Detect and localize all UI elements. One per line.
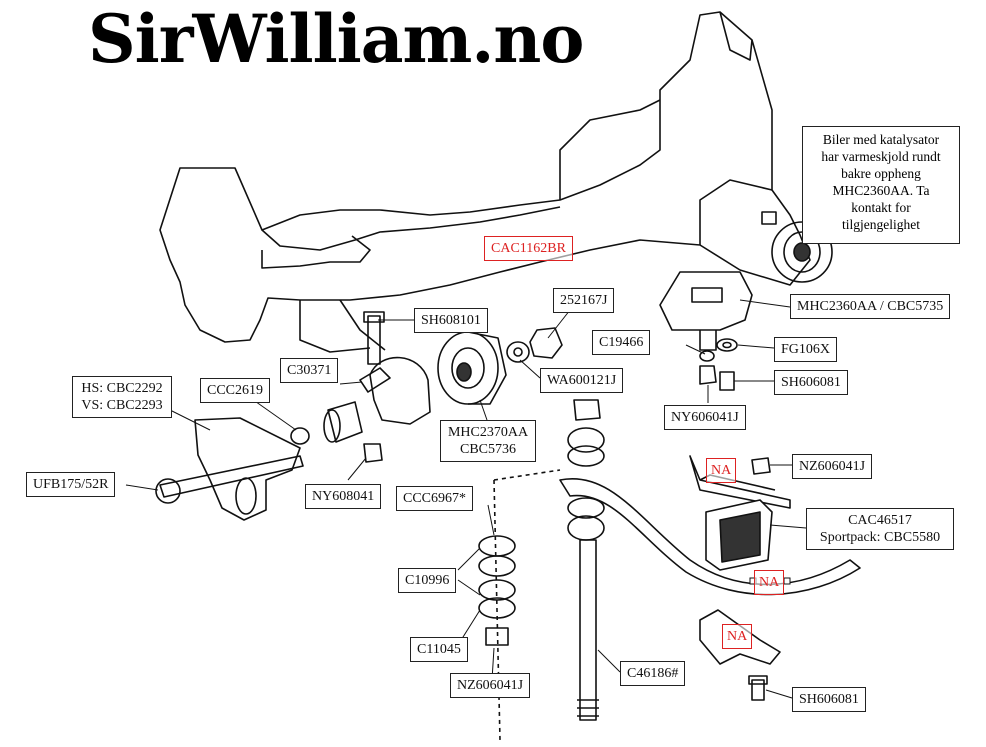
- label-ccc6967[interactable]: CCC6967*: [396, 486, 474, 511]
- lower-clamp: [699, 609, 781, 665]
- label-ufb175[interactable]: UFB175/52R: [26, 472, 116, 497]
- label-wa600121j[interactable]: WA600121J: [540, 368, 624, 393]
- rear-mount-block: [659, 271, 753, 331]
- label-ccc2619[interactable]: CCC2619: [200, 378, 271, 403]
- label-252167j[interactable]: 252167J: [553, 288, 615, 313]
- label-mhc2370aa[interactable]: MHC2370AA CBC5736: [440, 420, 536, 462]
- front-bracket: [194, 417, 301, 521]
- label-c11045[interactable]: C11045: [410, 637, 468, 662]
- anti-roll-bar: [559, 477, 861, 596]
- label-nz606041j-a[interactable]: NZ606041J: [792, 454, 873, 479]
- label-sh606081-b[interactable]: SH606081: [792, 687, 866, 712]
- na-marker-bracket[interactable]: NA: [706, 458, 737, 483]
- brand-title: SirWilliam.no: [88, 0, 584, 78]
- label-fg106x[interactable]: FG106X: [774, 337, 838, 362]
- label-sh608101[interactable]: SH608101: [414, 308, 488, 333]
- label-c46186[interactable]: C46186#: [620, 661, 686, 686]
- label-c30371[interactable]: C30371: [280, 358, 339, 383]
- bar-clamp-bracket: [689, 455, 791, 509]
- label-c19466[interactable]: C19466: [592, 330, 651, 355]
- crossmember-outline: [159, 11, 811, 343]
- label-ny608041[interactable]: NY608041: [305, 484, 382, 509]
- na-marker-bar[interactable]: NA: [754, 570, 785, 595]
- label-sh606081-a[interactable]: SH606081: [774, 370, 848, 395]
- label-ny606041j[interactable]: NY606041J: [664, 405, 746, 430]
- na-marker-lower-clamp[interactable]: NA: [722, 624, 753, 649]
- label-hs-vs[interactable]: HS: CBC2292 VS: CBC2293: [72, 376, 172, 418]
- label-mhc2360aa[interactable]: MHC2360AA / CBC5735: [790, 294, 951, 319]
- label-nz606041j-b[interactable]: NZ606041J: [450, 673, 531, 698]
- label-cac1162br[interactable]: CAC1162BR: [484, 236, 573, 261]
- catalyst-note: Biler med katalysator har varmeskjold ru…: [802, 126, 960, 244]
- clamp: [369, 356, 431, 425]
- drop-link-rod: [579, 539, 597, 721]
- label-cac46517[interactable]: CAC46517 Sportpack: CBC5580: [806, 508, 954, 550]
- label-c10996[interactable]: C10996: [398, 568, 457, 593]
